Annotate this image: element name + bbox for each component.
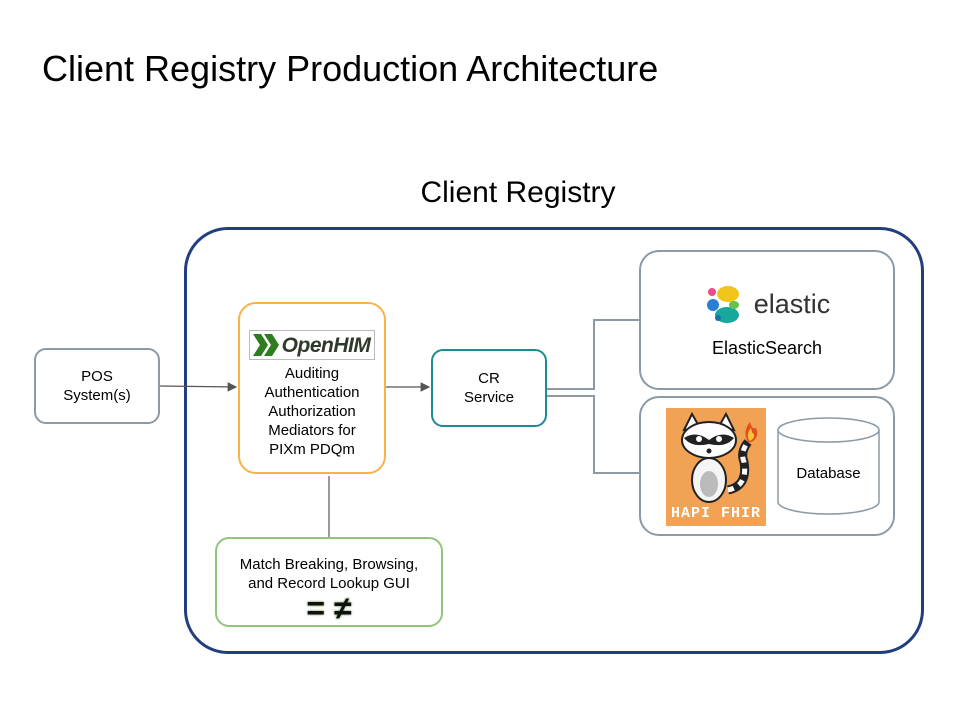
openhim-chevron-icon [252, 334, 279, 356]
match-gui-line2: and Record Lookup GUI [248, 575, 410, 592]
pos-systems-box: POS System(s) [34, 348, 160, 424]
openhim-line-3: Authorization [268, 403, 356, 420]
openhim-logo: OpenHIM [248, 330, 376, 360]
openhim-line-2: Authentication [264, 384, 360, 401]
openhim-logo-text: OpenHIM [281, 333, 371, 357]
pos-label-line2: System(s) [63, 387, 131, 404]
openhim-line-4: Mediators for [268, 422, 356, 439]
cr-to-fhir-line [547, 395, 639, 474]
elastic-logo-text: elastic [753, 288, 831, 319]
page-title: Client Registry Production Architecture [42, 48, 659, 89]
client-registry-boundary [184, 227, 924, 654]
database-cylinder: Database [776, 416, 881, 516]
openhim-line-5: PIXm PDQm [269, 441, 355, 458]
match-gui-line1: Match Breaking, Browsing, [239, 556, 419, 573]
cr-service-box: CR Service [431, 349, 547, 427]
cr-to-elastic-line [547, 319, 639, 390]
pos-to-openhim-arrow [159, 382, 238, 392]
database-icon [777, 417, 880, 515]
elastic-logo: elastic [704, 284, 831, 324]
hapi-fhir-logo: HAPI FHIR [666, 408, 766, 526]
elasticsearch-label: ElasticSearch [711, 338, 823, 358]
hapi-fhir-logo-text: HAPI FHIR [670, 505, 761, 522]
cr-service-line2: Service [463, 389, 515, 406]
database-label: Database [796, 465, 861, 482]
equal-not-equal-icon: = ≠ [306, 590, 352, 626]
cr-service-line1: CR [478, 370, 500, 387]
raccoon-icon [681, 411, 758, 503]
openhim-box: OpenHIM Auditing Authentication Authoriz… [238, 302, 386, 474]
client-registry-title: Client Registry [420, 176, 616, 209]
elastic-cluster-icon [706, 286, 739, 323]
elasticsearch-box: elastic ElasticSearch [639, 250, 895, 390]
pos-label-line1: POS [81, 368, 113, 385]
match-gui-box: Match Breaking, Browsing, and Record Loo… [215, 537, 443, 627]
openhim-line-1: Auditing [284, 365, 340, 382]
